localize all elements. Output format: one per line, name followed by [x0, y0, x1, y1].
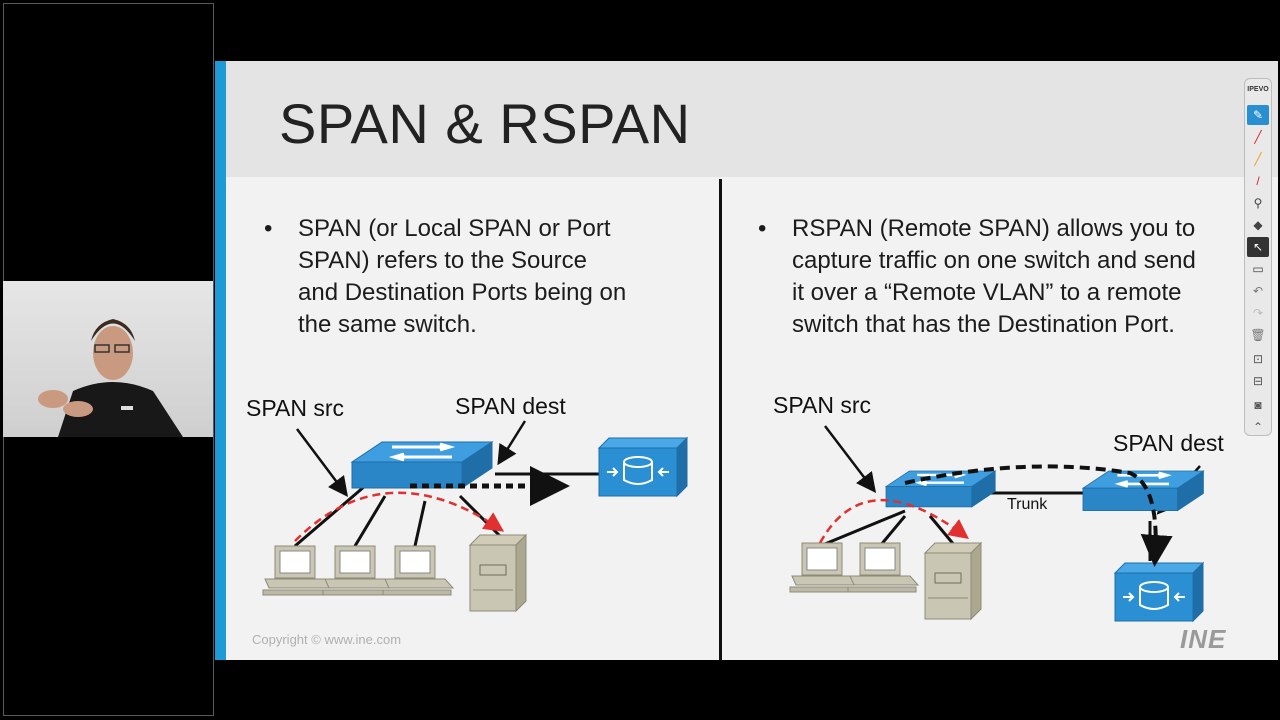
left-span-dest-label: SPAN dest: [455, 393, 566, 419]
presentation-slide: SPAN & RSPAN • SPAN (or Local SPAN or Po…: [215, 61, 1278, 660]
right-src-pointer-arrow: [824, 425, 877, 493]
left-pc-icon: [262, 545, 334, 596]
red-pen-icon[interactable]: ╱: [1254, 130, 1262, 144]
left-bullet-line: and Destination Ports being on: [298, 279, 627, 306]
left-src-pointer-arrow: [296, 428, 348, 497]
line-tool-icon[interactable]: /: [1256, 174, 1260, 188]
bullet-marker: •: [264, 215, 273, 242]
toolbar-brand: IPEVO: [1247, 86, 1269, 93]
right-pc-icon: [847, 542, 919, 593]
collapse-icon[interactable]: ⌃: [1252, 420, 1264, 434]
bullet-marker: •: [758, 215, 767, 242]
region-capture-icon[interactable]: ⊟: [1252, 374, 1264, 388]
right-bullet-line: it over a “Remote VLAN” to a remote: [792, 279, 1182, 306]
left-bullet-line: SPAN (or Local SPAN or Port: [298, 215, 611, 242]
left-server-icon: [469, 534, 527, 612]
slide-title: SPAN & RSPAN: [279, 92, 691, 155]
right-link-lines: [819, 491, 1152, 561]
trunk-label: Trunk: [1007, 496, 1048, 513]
left-span-src-label: SPAN src: [246, 395, 344, 421]
camera-icon[interactable]: ◙: [1254, 398, 1262, 412]
pointer-icon[interactable]: ↖: [1247, 237, 1269, 257]
annotation-toolbar: IPEVO ✎ ╱ ╱ / ⚲ ◆ ↖ ▭ ↶ ↷ 🗑 ⊡ ⊟ ◙ ⌃: [1244, 78, 1272, 436]
redo-icon[interactable]: ↷: [1252, 306, 1264, 320]
whiteboard-icon[interactable]: ▭: [1252, 262, 1264, 276]
left-traffic-flow-arrow: [294, 491, 505, 542]
right-traffic-flow-arrow: [818, 499, 970, 544]
right-bullet-line: RSPAN (Remote SPAN) allows you to: [792, 215, 1196, 242]
rspan-remote-vlan-arrow: [904, 464, 1173, 567]
right-bullet-line: capture traffic on one switch and send: [792, 247, 1196, 274]
left-bullet-line: SPAN) refers to the Source: [298, 247, 588, 274]
undo-icon[interactable]: ↶: [1252, 284, 1264, 298]
ine-logo: INE: [1180, 624, 1227, 654]
left-analyzer-icon: [598, 437, 688, 497]
right-analyzer-icon: [1114, 562, 1204, 622]
stamp-icon[interactable]: ⚲: [1253, 196, 1263, 210]
snapshot-icon[interactable]: ⊡: [1252, 352, 1264, 366]
slide-accent-bar: [215, 61, 226, 660]
left-bullet-line: the same switch.: [298, 311, 477, 338]
column-divider: [719, 179, 722, 660]
left-pc-icon: [322, 545, 394, 596]
title-band: SPAN & RSPAN: [226, 61, 1278, 177]
right-server-icon: [924, 542, 982, 620]
left-dest-pointer-arrow: [497, 420, 527, 466]
eraser-icon[interactable]: ◆: [1253, 218, 1263, 232]
copyright-text: Copyright © www.ine.com: [252, 632, 402, 647]
orange-pen-icon[interactable]: ╱: [1254, 152, 1262, 166]
right-span-src-label: SPAN src: [773, 392, 871, 418]
right-remote-switch-icon: [1081, 469, 1205, 512]
right-bullet-line: switch that has the Destination Port.: [792, 311, 1175, 338]
right-span-dest-label: SPAN dest: [1113, 430, 1224, 456]
right-pc-icon: [789, 542, 861, 593]
left-switch-icon: [350, 440, 494, 490]
network-diagrams: SPAN src SPAN dest SPAN src SPAN dest Tr…: [246, 392, 1224, 622]
presenter-webcam-video: [3, 281, 213, 437]
presenter-figure: [38, 319, 183, 437]
trash-icon[interactable]: 🗑: [1250, 328, 1266, 342]
pen-tool-icon[interactable]: ✎: [1247, 105, 1269, 125]
left-pc-icon: [382, 545, 454, 596]
